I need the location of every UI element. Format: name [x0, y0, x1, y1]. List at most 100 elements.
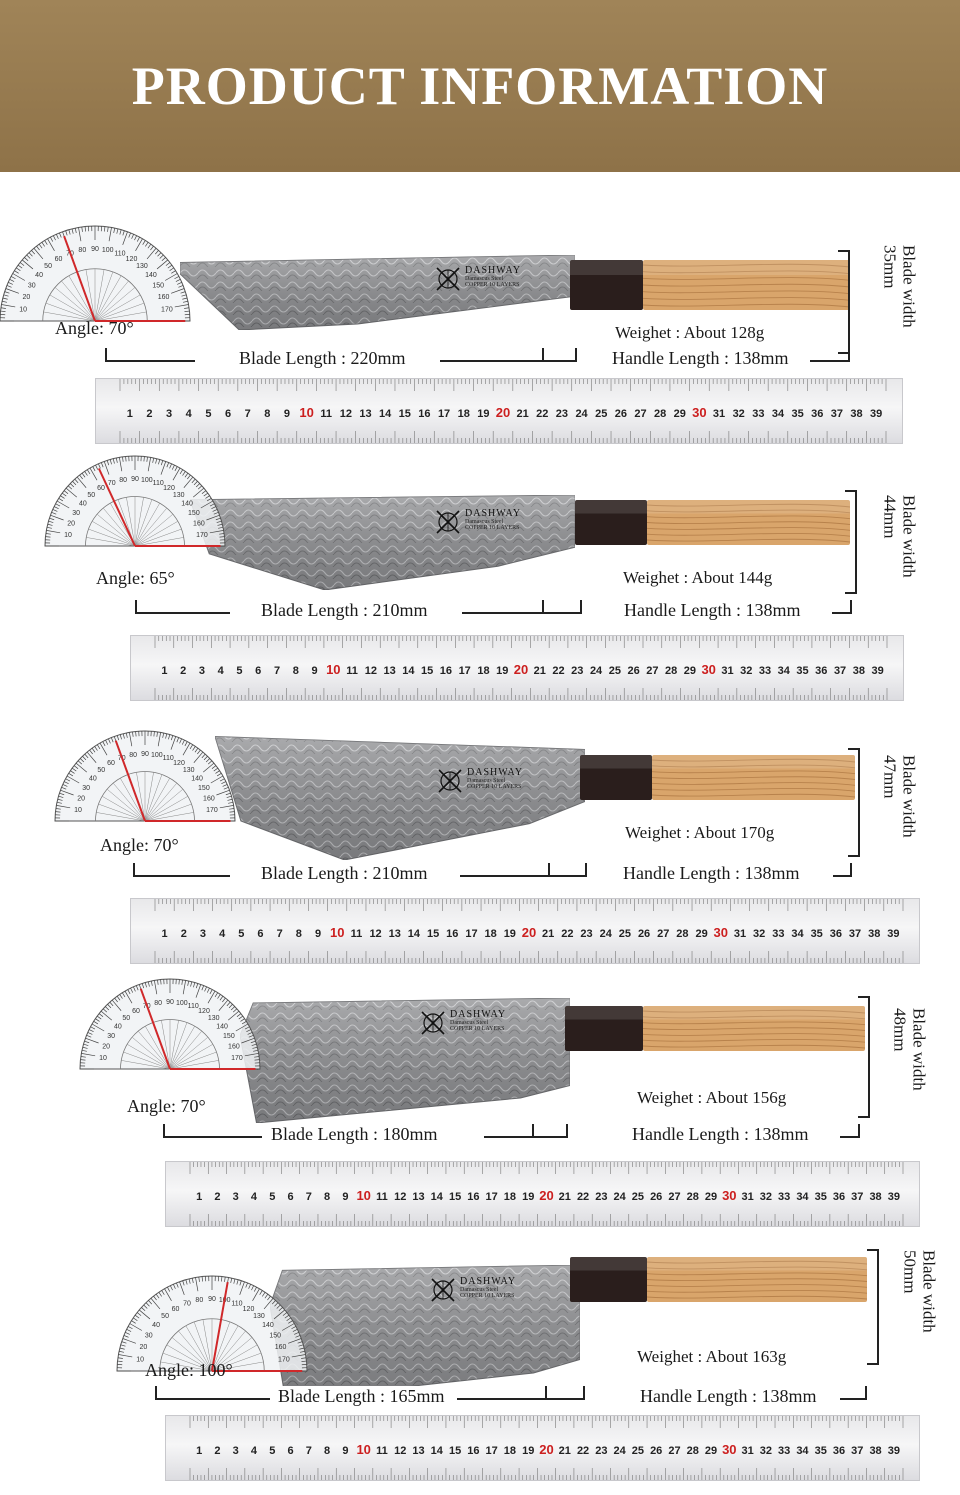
ruler-number: 39: [887, 928, 899, 940]
dimension-tick: [542, 348, 544, 362]
angle-label: Angle: 70°: [55, 318, 134, 339]
ruler-number: 32: [753, 928, 765, 940]
ruler-number: 29: [705, 1445, 717, 1457]
ruler-number: 25: [619, 928, 631, 940]
ruler-number: 23: [556, 408, 568, 420]
ruler-number: 24: [600, 928, 613, 940]
ruler-number: 32: [760, 1191, 772, 1203]
ruler-number: 9: [311, 665, 317, 677]
logo-icon: [435, 509, 461, 535]
svg-text:90: 90: [141, 751, 149, 758]
ruler-number: 19: [477, 408, 489, 420]
dimension-line: [840, 1398, 865, 1400]
ruler-number: 24: [614, 1191, 627, 1203]
svg-text:90: 90: [166, 999, 174, 1006]
svg-text:140: 140: [262, 1322, 274, 1329]
ruler-number: 37: [834, 665, 846, 677]
ruler-number: 5: [269, 1191, 275, 1203]
handle-length-label: Handle Length : 138mm: [617, 863, 805, 884]
ruler-number: 22: [577, 1445, 589, 1457]
ruler-number: 4: [219, 928, 226, 940]
svg-text:90: 90: [91, 246, 99, 253]
ruler-number: 34: [796, 1191, 809, 1203]
svg-text:140: 140: [216, 1023, 228, 1030]
ruler-number: 26: [650, 1191, 662, 1203]
ruler-number: 23: [595, 1191, 607, 1203]
ruler-number: 19: [522, 1445, 534, 1457]
ruler-number: 8: [324, 1445, 330, 1457]
knife-handle: [565, 1006, 865, 1056]
dimension-tick: [850, 600, 852, 614]
ruler-number: 12: [394, 1191, 406, 1203]
ruler-number: 26: [615, 408, 627, 420]
ruler-number: 8: [324, 1191, 330, 1203]
page-title: PRODUCT INFORMATION: [132, 55, 829, 117]
ruler-number: 31: [713, 408, 725, 420]
ruler-number: 37: [831, 408, 843, 420]
ruler-number: 1: [196, 1191, 202, 1203]
svg-text:50: 50: [44, 263, 52, 270]
ruler-number: 11: [376, 1191, 388, 1203]
ruler-number: 36: [833, 1445, 845, 1457]
ruler-number: 38: [868, 928, 880, 940]
blade-length-label: Blade Length : 210mm: [255, 863, 433, 884]
ruler-number: 4: [251, 1445, 258, 1457]
svg-text:150: 150: [152, 283, 164, 290]
handle-length-label: Handle Length : 138mm: [618, 600, 806, 621]
angle-label: Angle: 70°: [100, 835, 179, 856]
ruler-number: 1: [161, 665, 167, 677]
svg-text:30: 30: [107, 1033, 115, 1040]
ruler-number: 35: [791, 408, 803, 420]
ruler-number: 14: [379, 408, 392, 420]
ruler-number: 18: [504, 1445, 516, 1457]
ruler-number: 3: [233, 1191, 239, 1203]
ruler-number: 2: [146, 408, 152, 420]
svg-text:30: 30: [82, 785, 90, 792]
logo-icon: [435, 266, 461, 292]
ruler-number: 14: [402, 665, 415, 677]
dimension-line: [832, 612, 850, 614]
svg-text:170: 170: [231, 1055, 243, 1062]
knife-handle: [570, 260, 850, 315]
ruler-number: 12: [365, 665, 377, 677]
blade-length-label: Blade Length : 180mm: [265, 1124, 443, 1145]
blade-width-bracket: [867, 1249, 879, 1365]
ruler-number: 11: [346, 665, 358, 677]
ruler-number: 30: [692, 405, 706, 420]
ruler-number: 36: [833, 1191, 845, 1203]
ruler-number: 7: [277, 928, 283, 940]
knife-handle: [570, 1257, 867, 1307]
svg-text:160: 160: [193, 521, 205, 528]
svg-text:130: 130: [253, 1313, 265, 1320]
blade-width-title: Blade width: [919, 1250, 938, 1333]
dimension-tick: [850, 863, 852, 877]
svg-text:30: 30: [145, 1333, 153, 1340]
ruler-number: 1: [162, 928, 168, 940]
blade-width-value: 47mm: [881, 755, 900, 798]
blade-width-title: Blade width: [899, 755, 918, 838]
protractor: 1020304050607080901001101201301401501601…: [0, 220, 195, 334]
ruler-number: 30: [722, 1442, 736, 1457]
protractor: 1020304050607080901001101201301401501601…: [75, 973, 265, 1082]
ruler-number: 34: [796, 1445, 809, 1457]
svg-text:170: 170: [206, 807, 218, 814]
ruler-number: 11: [351, 928, 363, 940]
svg-text:120: 120: [243, 1306, 255, 1313]
ruler-number: 20: [522, 925, 536, 940]
logo-icon: [437, 768, 463, 794]
dimension-line: [135, 612, 230, 614]
svg-text:90: 90: [131, 476, 139, 483]
ruler-number: 31: [734, 928, 746, 940]
ruler-number: 21: [559, 1445, 571, 1457]
ruler-number: 21: [559, 1191, 571, 1203]
ruler-number: 16: [440, 665, 452, 677]
brand-subline: COPPER 10 LAYERS: [467, 784, 523, 790]
ruler-number: 31: [741, 1191, 753, 1203]
ruler-number: 25: [609, 665, 621, 677]
ruler-number: 36: [811, 408, 823, 420]
dimension-tick: [548, 863, 550, 877]
